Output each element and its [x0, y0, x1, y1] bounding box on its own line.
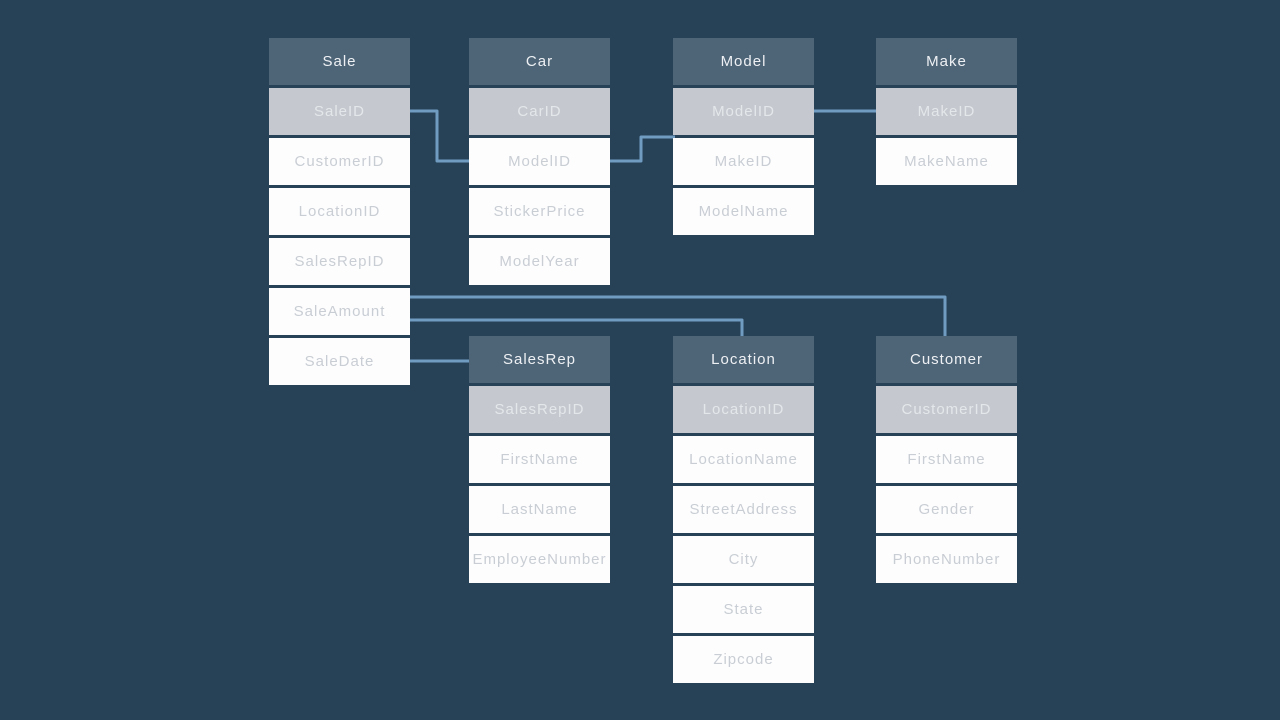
table-customer-header: Customer — [876, 336, 1017, 383]
table-sale: Sale SaleID CustomerID LocationID SalesR… — [269, 38, 410, 385]
table-sale-field-customerid: CustomerID — [269, 138, 410, 185]
table-location-field-state: State — [673, 586, 814, 633]
table-location: Location LocationID LocationName StreetA… — [673, 336, 814, 683]
table-car-field-modelid: ModelID — [469, 138, 610, 185]
table-sale-field-saleamount: SaleAmount — [269, 288, 410, 335]
connector-sale-customer — [404, 295, 947, 338]
table-make-field-makename: MakeName — [876, 138, 1017, 185]
table-make-key-field: MakeID — [876, 88, 1017, 135]
table-make: Make MakeID MakeName — [876, 38, 1017, 185]
table-sale-field-saledate: SaleDate — [269, 338, 410, 385]
table-salesrep-field-lastname: LastName — [469, 486, 610, 533]
connector-car-model — [606, 135, 675, 163]
table-model-field-makeid: MakeID — [673, 138, 814, 185]
table-car-field-modelyear: ModelYear — [469, 238, 610, 285]
connector-sale-car — [404, 109, 471, 163]
table-model: Model ModelID MakeID ModelName — [673, 38, 814, 235]
table-make-header: Make — [876, 38, 1017, 85]
table-location-header: Location — [673, 336, 814, 383]
table-location-field-locationname: LocationName — [673, 436, 814, 483]
table-salesrep-field-employeenumber: EmployeeNumber — [469, 536, 610, 583]
table-location-field-streetaddress: StreetAddress — [673, 486, 814, 533]
table-car-field-stickerprice: StickerPrice — [469, 188, 610, 235]
table-customer-field-phonenumber: PhoneNumber — [876, 536, 1017, 583]
table-customer-key-field: CustomerID — [876, 386, 1017, 433]
table-location-key-field: LocationID — [673, 386, 814, 433]
table-salesrep-header: SalesRep — [469, 336, 610, 383]
table-location-field-zipcode: Zipcode — [673, 636, 814, 683]
table-model-key-field: ModelID — [673, 88, 814, 135]
table-customer-field-gender: Gender — [876, 486, 1017, 533]
table-sale-field-salesrepid: SalesRepID — [269, 238, 410, 285]
table-sale-key-field: SaleID — [269, 88, 410, 135]
table-salesrep-key-field: SalesRepID — [469, 386, 610, 433]
table-sale-header: Sale — [269, 38, 410, 85]
table-car-header: Car — [469, 38, 610, 85]
table-location-field-city: City — [673, 536, 814, 583]
table-customer: Customer CustomerID FirstName Gender Pho… — [876, 336, 1017, 583]
table-model-field-modelname: ModelName — [673, 188, 814, 235]
table-sale-field-locationid: LocationID — [269, 188, 410, 235]
table-car-key-field: CarID — [469, 88, 610, 135]
table-salesrep-field-firstname: FirstName — [469, 436, 610, 483]
table-customer-field-firstname: FirstName — [876, 436, 1017, 483]
table-salesrep: SalesRep SalesRepID FirstName LastName E… — [469, 336, 610, 583]
table-car: Car CarID ModelID StickerPrice ModelYear — [469, 38, 610, 285]
table-model-header: Model — [673, 38, 814, 85]
